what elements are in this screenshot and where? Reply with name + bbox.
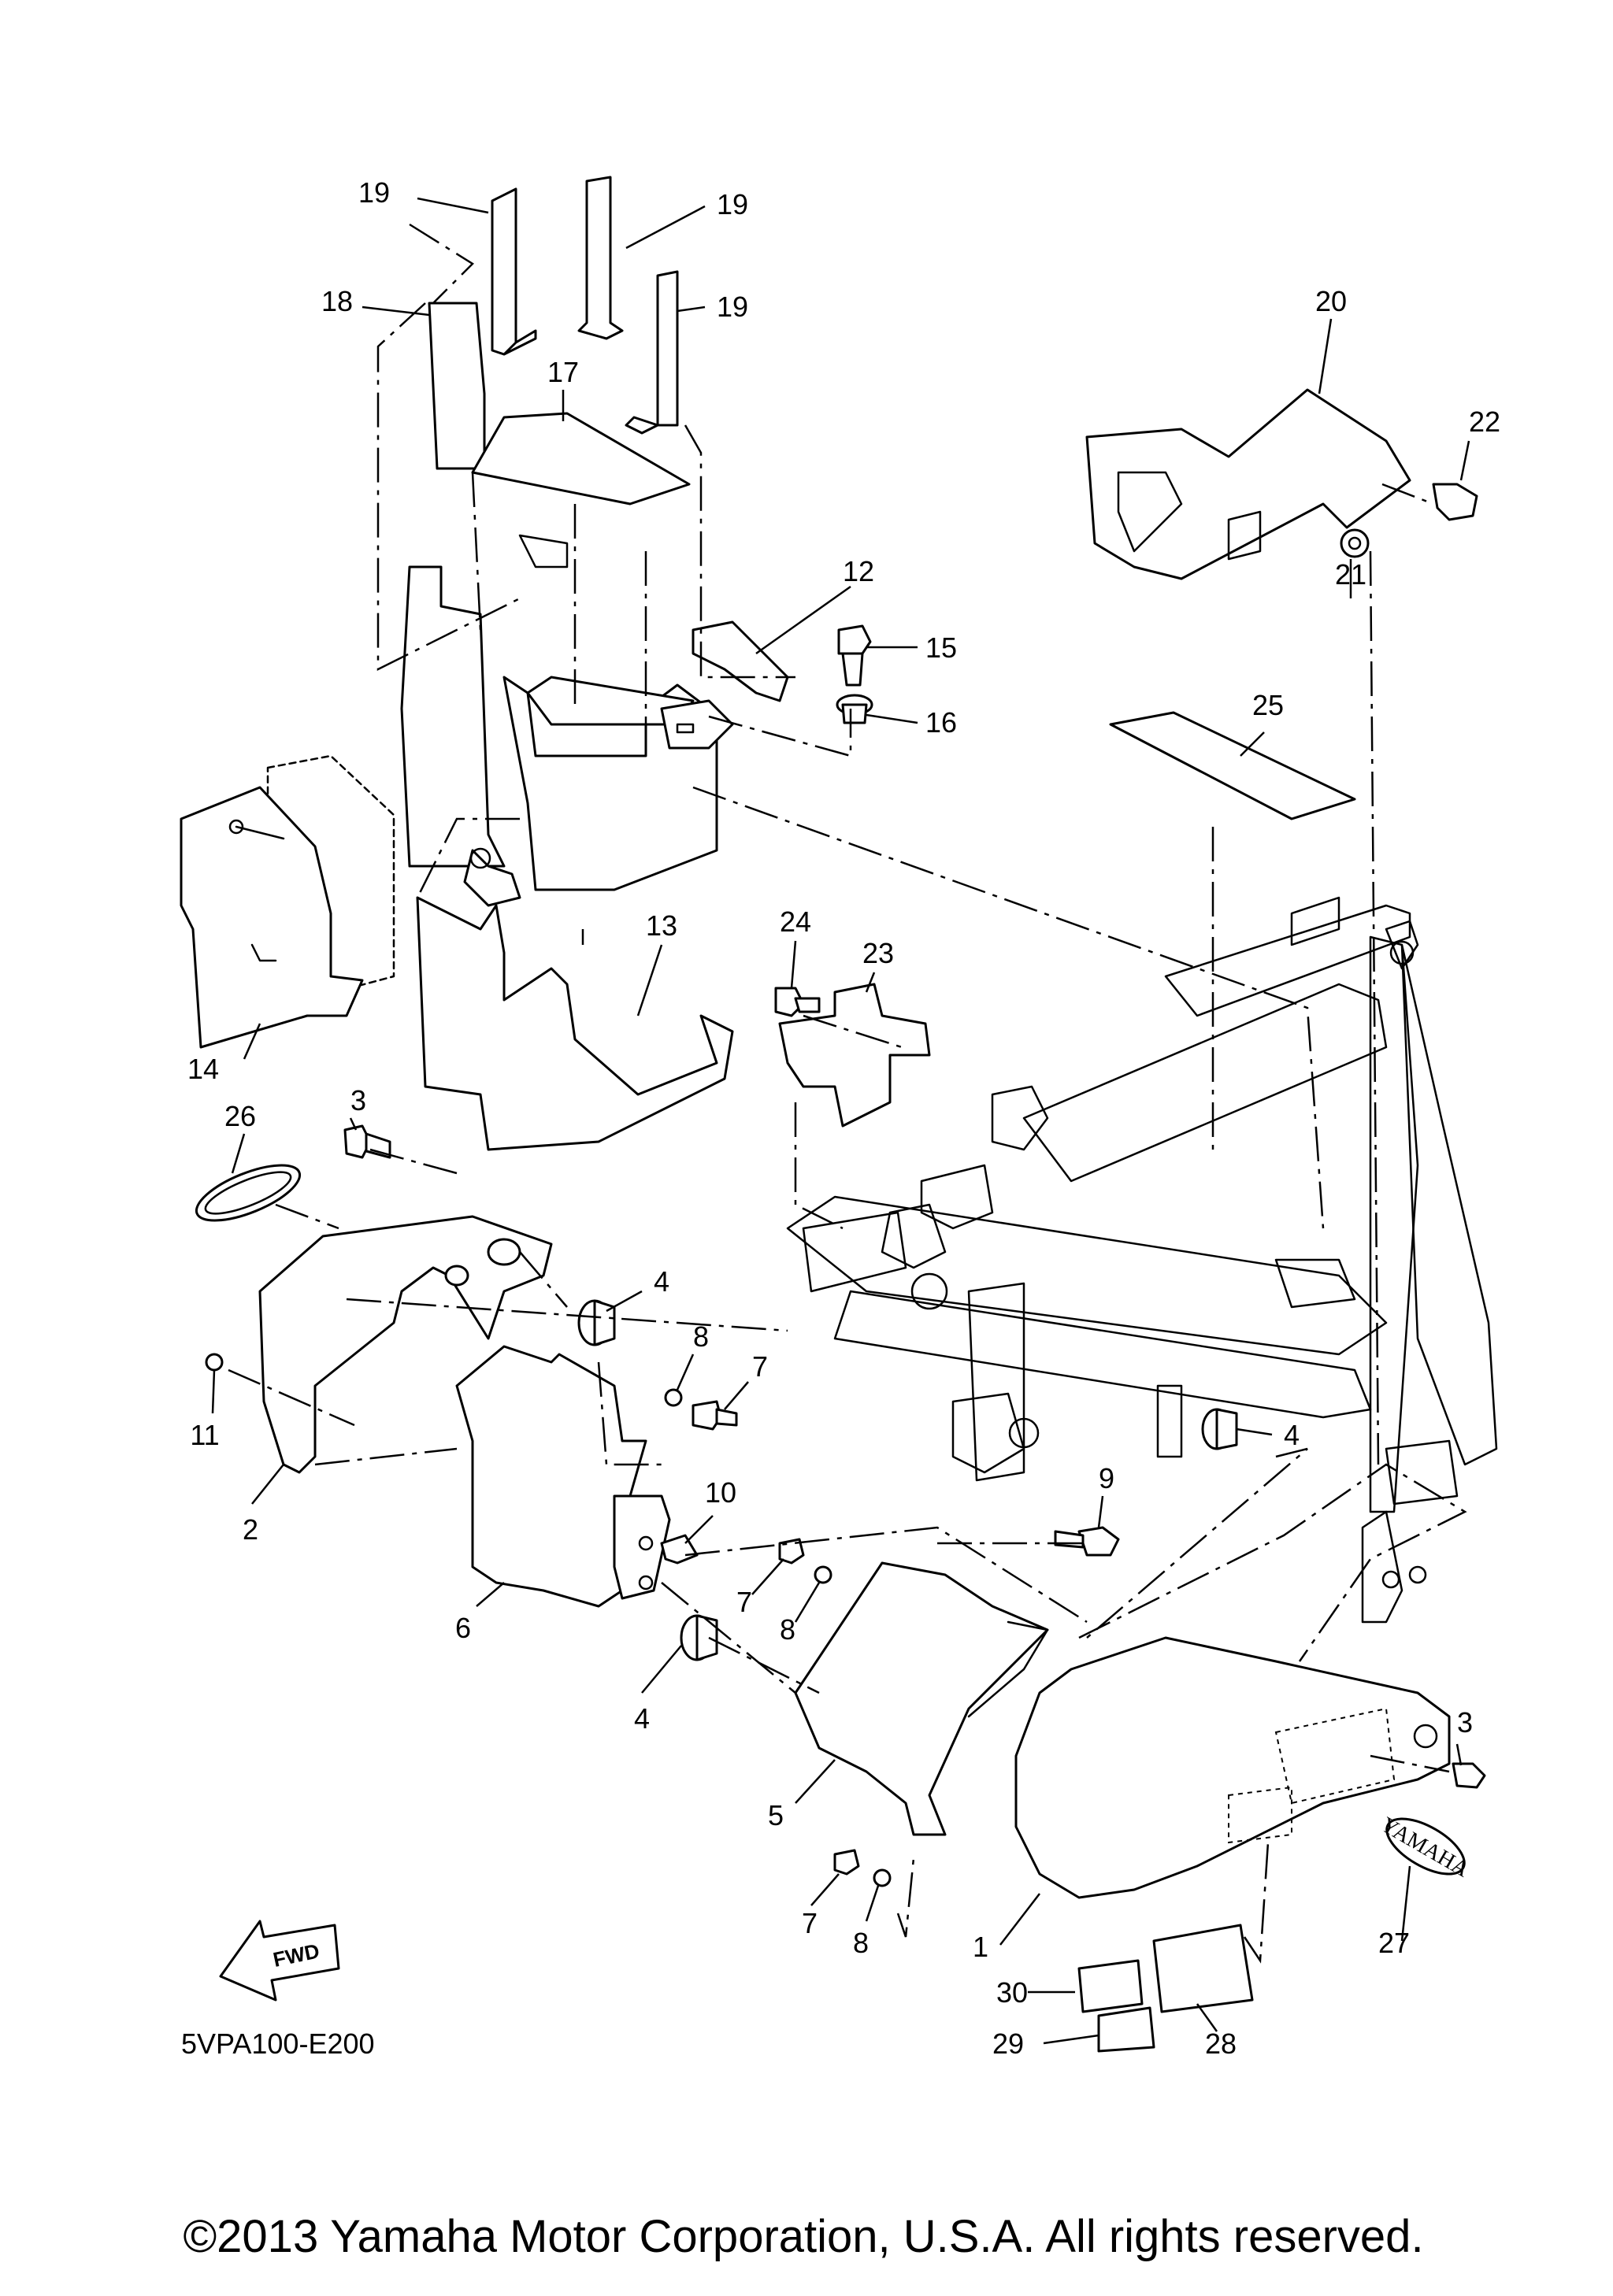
part-7-screw-upper (692, 1400, 738, 1431)
part-16-collar (836, 694, 873, 724)
part-21-nut (1340, 528, 1370, 558)
callout-26: 27 (1378, 1927, 1410, 1959)
callout-20: 20 (1315, 285, 1347, 317)
part-19-pad-center (577, 176, 624, 340)
part-19-pad-left (491, 187, 537, 356)
part-2-side-cover (258, 1215, 553, 1474)
assembly-chain-lines (228, 223, 1467, 1964)
part-4-grommet-lower (680, 1614, 718, 1661)
callout-18: 18 (321, 285, 353, 317)
part-4-grommet-right (1201, 1408, 1238, 1450)
callout-29: 29 (992, 2028, 1024, 2060)
callout-4-lower: 4 (634, 1702, 650, 1735)
part-26-emblem: YAMAHA (1377, 1813, 1474, 1883)
callout-28: 28 (1205, 2028, 1237, 2060)
part-18-pad (428, 302, 486, 470)
part-5-cover (794, 1561, 1049, 1836)
callout-17: 17 (547, 356, 579, 388)
callout-10: 10 (705, 1476, 736, 1509)
callout-30: 30 (996, 1976, 1028, 2009)
part-27-emblem (195, 1164, 302, 1222)
callout-12: 12 (843, 555, 874, 587)
part-3-screw-upper (343, 1124, 391, 1159)
part-8-washer-middle (814, 1565, 832, 1584)
part-12-strip (692, 620, 789, 702)
callout-3-lower: 3 (1457, 1706, 1473, 1739)
callout-4-upper: 4 (654, 1265, 669, 1298)
callout-23: 23 (862, 937, 894, 969)
part-1-main-cover (1014, 1636, 1451, 1899)
callout-19-right: 19 (717, 291, 748, 323)
part-10-clip (660, 1534, 699, 1565)
battery-box (400, 534, 734, 907)
part-15-bolt (837, 624, 872, 687)
callout-11: 11 (190, 1419, 219, 1451)
callout-21: 21 (1335, 558, 1366, 591)
part-14-cover (180, 754, 395, 1049)
callout-16: 16 (925, 706, 957, 739)
part-4-grommet-upper (577, 1299, 616, 1346)
part-29-label (1097, 2006, 1155, 2053)
callout-leader-lines (211, 197, 1470, 2045)
callout-3-upper: 3 (350, 1084, 366, 1117)
part-8-washer-lower (873, 1868, 892, 1887)
part-30-label (1077, 1959, 1144, 2013)
callout-6: 6 (455, 1612, 471, 1644)
part-22-bolt (1432, 483, 1478, 521)
callout-8-middle: 8 (780, 1613, 795, 1646)
callout-22: 22 (1469, 406, 1500, 438)
callout-13: 13 (646, 909, 677, 942)
callout-7-lower: 7 (802, 1907, 818, 1939)
callout-numbers: 19 19 19 18 17 12 15 16 20 22 21 25 13 2… (187, 176, 1500, 2060)
callout-9: 9 (1099, 1462, 1114, 1494)
callout-8-upper: 8 (693, 1320, 709, 1353)
callout-25: 25 (1252, 689, 1284, 721)
callout-24: 24 (780, 905, 811, 938)
part-11-washer (205, 1353, 224, 1372)
part-3-screw-lower (1452, 1762, 1486, 1789)
callout-15: 15 (925, 631, 957, 664)
callout-14: 14 (187, 1053, 219, 1085)
callout-7-middle: 7 (736, 1586, 752, 1618)
part-19-pad-right (625, 270, 679, 435)
callout-4-right: 4 (1284, 1419, 1300, 1451)
callout-19-top: 19 (717, 188, 748, 220)
callout-2: 2 (243, 1513, 258, 1546)
frame-assembly (786, 896, 1498, 1624)
callout-1: 1 (973, 1931, 988, 1963)
part-7-screw-lower (833, 1849, 860, 1876)
part-24-bolt (774, 987, 821, 1017)
fwd-arrow-icon: FWD (219, 1920, 340, 2002)
copyright-notice: ©2013 Yamaha Motor Corporation, U.S.A. A… (183, 2211, 1423, 2262)
part-8-washer-upper (664, 1388, 683, 1407)
part-25-pad (1109, 711, 1356, 820)
part-28-label (1152, 1924, 1254, 2013)
callout-27: 26 (224, 1100, 256, 1132)
part-7-screw-middle (778, 1538, 805, 1565)
part-20-cover (1085, 388, 1411, 580)
part-13-bracket (416, 896, 734, 1151)
callout-7-upper: 7 (752, 1350, 768, 1383)
drawing-code: 5VPA100-E200 (181, 2028, 375, 2060)
callout-5: 5 (768, 1799, 784, 1831)
callout-19-left: 19 (358, 176, 390, 209)
callout-8-lower: 8 (853, 1927, 869, 1959)
part-17-pad (471, 412, 691, 505)
part-9-bolt (1054, 1526, 1120, 1557)
part-2-grommet-posts (444, 1238, 521, 1287)
part-6-module (455, 1345, 671, 1608)
